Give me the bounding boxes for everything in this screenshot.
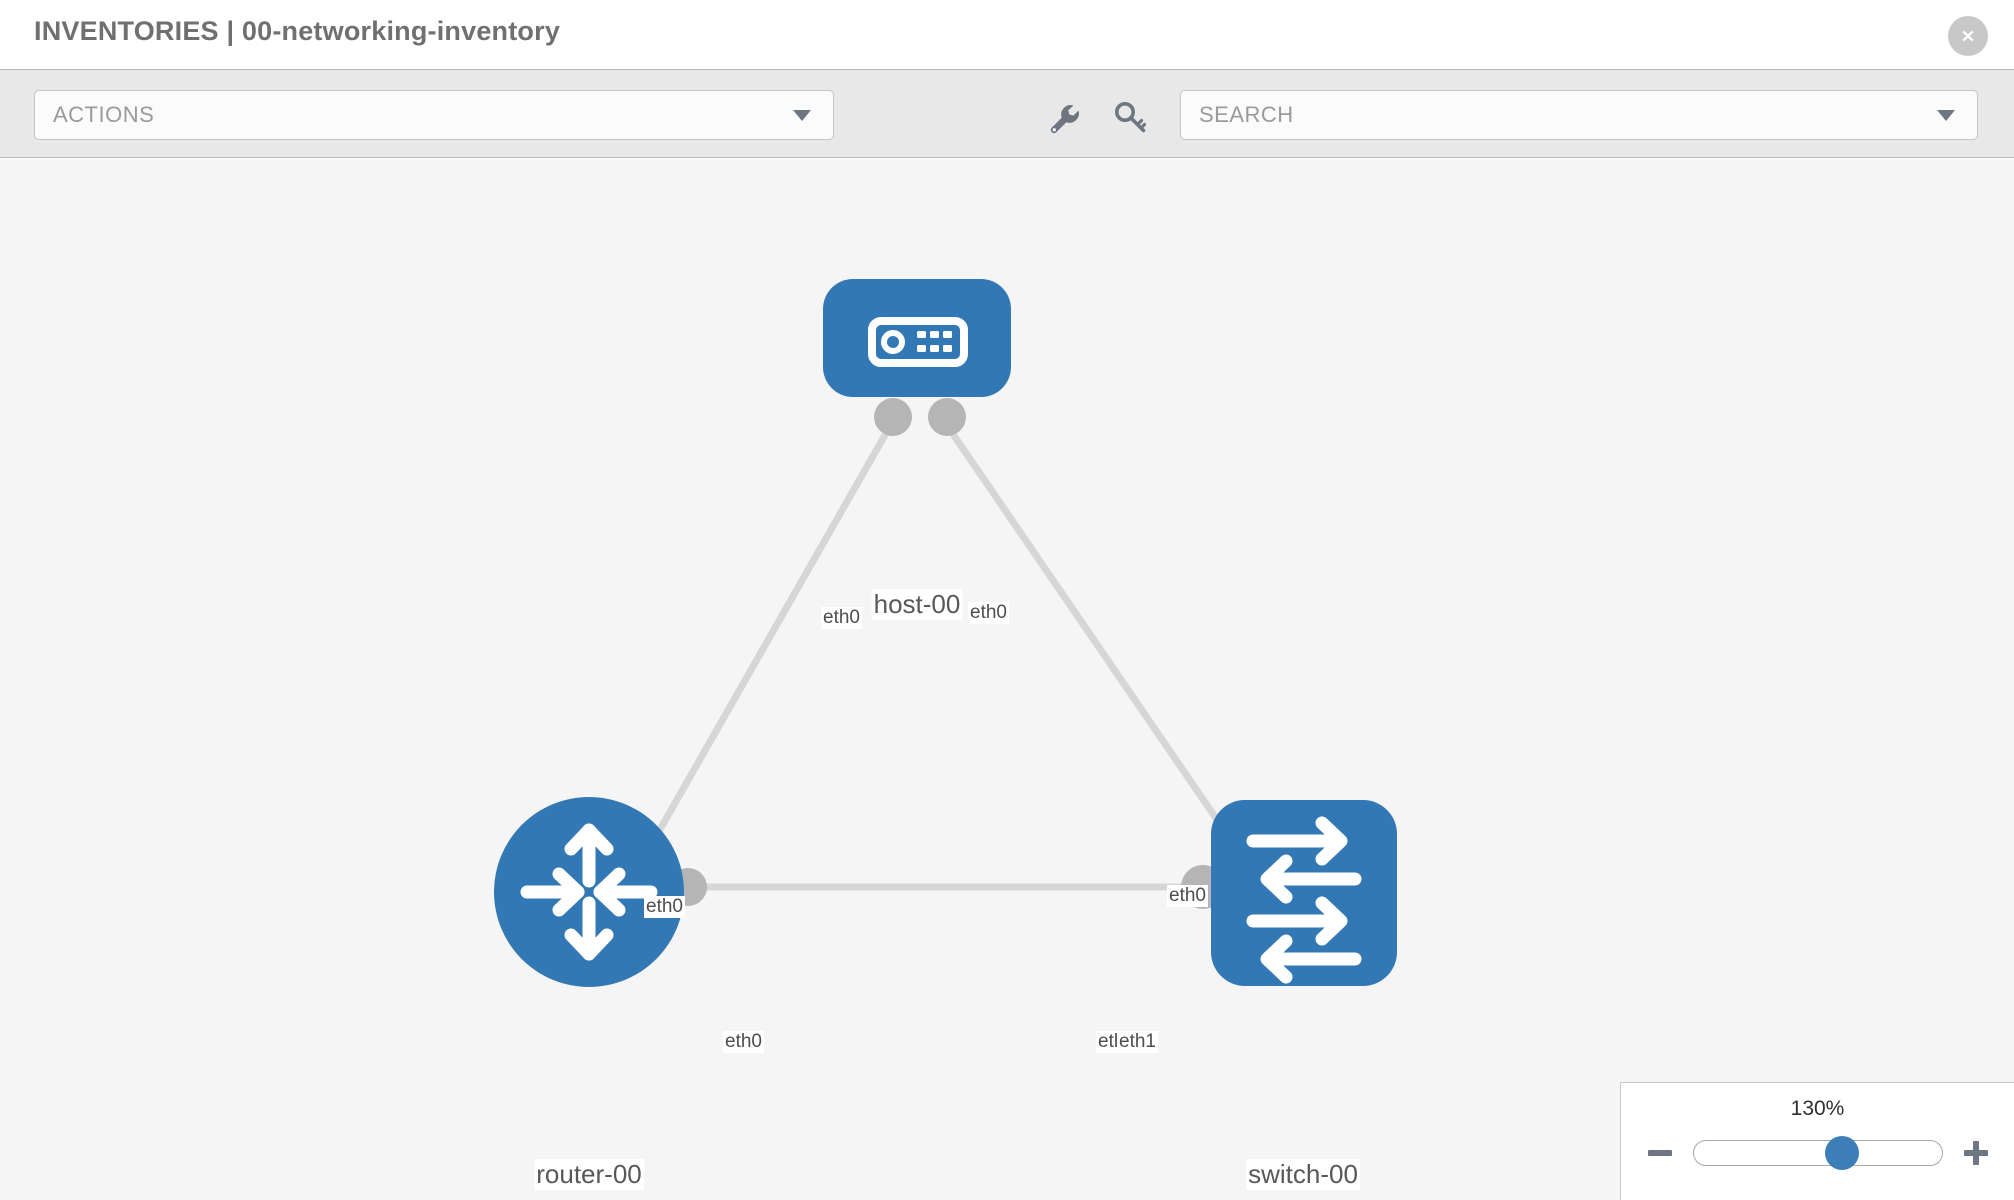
iface-label-router00-right: eth0	[723, 1031, 764, 1053]
zoom-slider-thumb[interactable]	[1825, 1136, 1860, 1170]
zoom-control: 130%	[1620, 1082, 2014, 1200]
page-header: INVENTORIES | 00-networking-inventory	[0, 0, 2014, 70]
search-placeholder: SEARCH	[1199, 102, 1294, 127]
connector-host00-left	[874, 398, 912, 436]
search-input[interactable]: SEARCH	[1180, 90, 1978, 140]
topology-canvas[interactable]: host-00 router-00 switch-00 eth0 eth0 et…	[0, 159, 2014, 1200]
zoom-out-button[interactable]	[1645, 1138, 1675, 1168]
topology-graph	[494, 279, 1397, 987]
node-label-switch-00: switch-00	[1246, 1159, 1360, 1190]
iface-label-switch00-up: eth0	[1167, 885, 1208, 907]
topology-edges	[638, 419, 1240, 891]
actions-dropdown[interactable]: ACTIONS	[34, 90, 834, 140]
iface-label-router00-up: eth0	[644, 896, 685, 918]
page-title: INVENTORIES | 00-networking-inventory	[34, 16, 561, 46]
node-switch-00	[1211, 800, 1397, 986]
wrench-icon[interactable]	[1043, 98, 1083, 138]
node-label-router-00: router-00	[534, 1159, 644, 1190]
node-router-00	[494, 797, 684, 987]
edge-host00-switch00	[941, 419, 1240, 851]
iface-label-host00-left: eth0	[821, 607, 862, 629]
iface-label-switch00-left-front: eth1	[1117, 1031, 1158, 1053]
close-icon[interactable]	[1948, 16, 1988, 56]
node-label-host-00: host-00	[871, 589, 963, 620]
key-icon[interactable]	[1110, 98, 1150, 138]
edge-host00-router00	[638, 419, 897, 863]
zoom-in-button[interactable]	[1961, 1138, 1991, 1168]
iface-label-host00-right: eth0	[968, 602, 1009, 624]
toolbar: ACTIONS SEARCH	[0, 70, 2014, 158]
zoom-percent-label: 130%	[1790, 1097, 1845, 1120]
chevron-down-icon	[793, 110, 811, 121]
zoom-slider[interactable]	[1692, 1136, 1943, 1170]
chevron-down-icon[interactable]	[1937, 110, 1955, 121]
connector-host00-right	[928, 398, 966, 436]
actions-dropdown-label: ACTIONS	[53, 102, 155, 127]
node-host-00	[823, 279, 1011, 397]
